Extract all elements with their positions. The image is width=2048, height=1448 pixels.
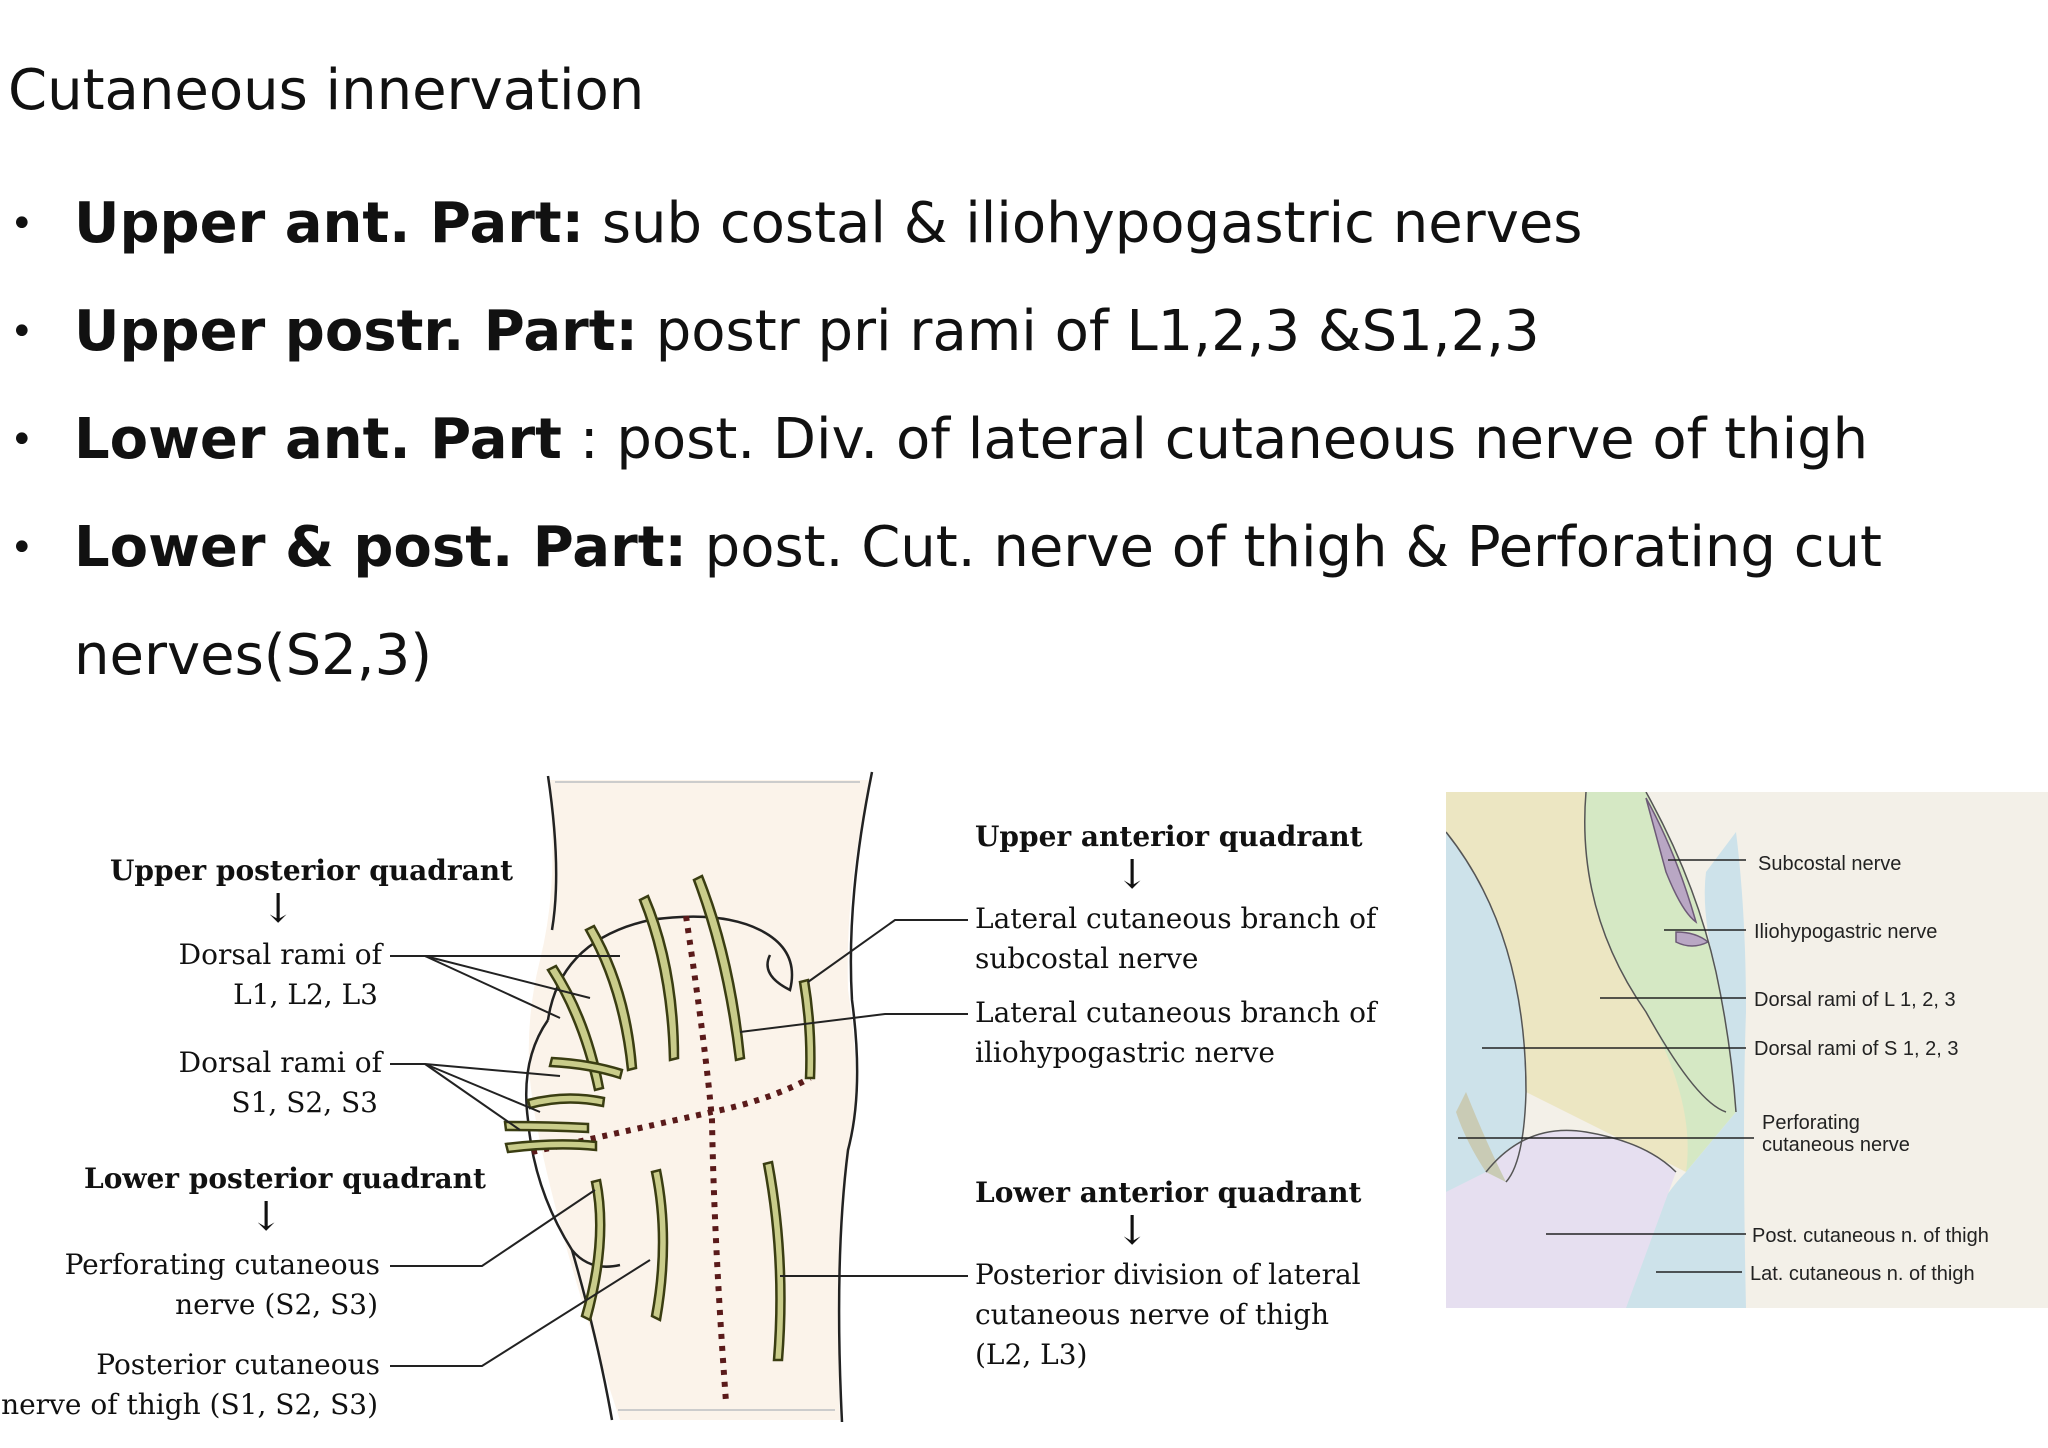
quadrant-divider-vertical bbox=[683, 915, 729, 1403]
down-arrow-icon: ↓ bbox=[1115, 852, 1149, 898]
map-label: Iliohypogastric nerve bbox=[1754, 921, 1937, 943]
nerve-branch bbox=[650, 1168, 669, 1322]
map-label: Dorsal rami of S 1, 2, 3 bbox=[1754, 1038, 1959, 1060]
bullet-item: • Lower ant. Part : post. Div. of lateral… bbox=[0, 386, 1960, 494]
leader-line bbox=[390, 1189, 596, 1267]
bullet-item: • Upper ant. Part: sub costal & iliohypog… bbox=[0, 170, 1960, 278]
bullet-term: Lower & post. Part: bbox=[74, 515, 687, 580]
bullet-text: postr pri rami of L1,2,3 &S1,2,3 bbox=[637, 299, 1540, 364]
hip-skin-area bbox=[528, 780, 872, 1420]
posterior-cutaneous-label: Posterior cutaneous bbox=[96, 1348, 380, 1381]
hip-outline-right bbox=[837, 771, 874, 1423]
bullet-list: • Upper ant. Part: sub costal & iliohypog… bbox=[0, 170, 1960, 710]
upper-anterior-quadrant-heading: Upper anterior quadrant bbox=[975, 820, 1363, 853]
lateral-iliohypogastric-label: Lateral cutaneous branch of bbox=[975, 996, 1379, 1029]
down-arrow-icon: ↓ bbox=[249, 1194, 283, 1240]
hip-outline-left bbox=[546, 775, 558, 931]
leader-line bbox=[424, 1063, 561, 1077]
bullet-icon: • bbox=[10, 525, 34, 571]
bullet-text: : post. Div. of lateral cutaneous nerve … bbox=[561, 407, 1869, 472]
bullet-term: Upper ant. Part: bbox=[74, 191, 585, 256]
buttock-outline bbox=[546, 915, 794, 1021]
bullet-text: sub costal & iliohypogastric nerves bbox=[584, 191, 1583, 256]
map-label: Subcostal nerve bbox=[1758, 853, 1901, 875]
nerve-branch bbox=[584, 924, 638, 1072]
posterior-division-label: Posterior division of lateral bbox=[975, 1258, 1361, 1291]
bullet-item: • Upper postr. Part: postr pri rami of L1… bbox=[0, 278, 1960, 386]
quadrant-divider-horizontal bbox=[531, 1075, 812, 1155]
nerve-branch bbox=[548, 1056, 624, 1080]
lower-anterior-quadrant-heading: Lower anterior quadrant bbox=[975, 1176, 1362, 1209]
lavender-region bbox=[1446, 1130, 1676, 1308]
leader-line bbox=[424, 955, 591, 999]
map-label: cutaneous nerve bbox=[1762, 1134, 1910, 1156]
leader-line bbox=[424, 955, 561, 1019]
posterior-division-label: cutaneous nerve of thigh bbox=[975, 1298, 1329, 1331]
leader-line bbox=[424, 1063, 521, 1131]
nerve-branch bbox=[504, 1139, 598, 1154]
down-arrow-icon: ↓ bbox=[1115, 1208, 1149, 1254]
leader-line bbox=[424, 1063, 541, 1113]
grey-region bbox=[1456, 1092, 1506, 1182]
map-label: Perforating bbox=[1762, 1112, 1860, 1134]
bullet-icon: • bbox=[10, 309, 34, 355]
posterior-cutaneous-label: nerve of thigh (S1, S2, S3) bbox=[1, 1388, 378, 1421]
lower-posterior-quadrant-heading: Lower posterior quadrant bbox=[84, 1162, 486, 1195]
leader-lines-left bbox=[390, 955, 651, 1367]
region-border bbox=[1485, 1129, 1677, 1173]
region-border bbox=[1645, 792, 1737, 1113]
lateral-iliohypogastric-label: iliohypogastric nerve bbox=[975, 1036, 1275, 1069]
dorsal-rami-s-label: Dorsal rami of bbox=[179, 1046, 385, 1079]
slide-title: Cutaneous innervation bbox=[8, 58, 645, 123]
leader-line bbox=[390, 1259, 651, 1367]
bullet-term: Upper postr. Part: bbox=[74, 299, 638, 364]
dermatome-map: Subcostal nerve Iliohypogastric nerve Do… bbox=[1446, 792, 2048, 1308]
map-label: Lat. cutaneous n. of thigh bbox=[1750, 1263, 1975, 1285]
nerve-branch bbox=[692, 874, 746, 1062]
bullet-term: Lower ant. Part bbox=[74, 407, 562, 472]
nerve-branch bbox=[762, 1160, 786, 1362]
bullet-text: post. Cut. nerve of thigh & Perforating … bbox=[74, 515, 1882, 688]
map-leader-lines bbox=[1458, 859, 1754, 1273]
bullet-icon: • bbox=[10, 201, 34, 247]
lateral-subcostal-label: Lateral cutaneous branch of bbox=[975, 902, 1379, 935]
nerve-branch bbox=[503, 1120, 590, 1134]
region-border bbox=[1446, 831, 1527, 1183]
gluteal-quadrant-diagram: Upper posterior quadrant ↓ Dorsal rami o… bbox=[1, 771, 1379, 1423]
map-label: Post. cutaneous n. of thigh bbox=[1752, 1225, 1989, 1247]
bullet-icon: • bbox=[10, 417, 34, 463]
region-border bbox=[1584, 792, 1727, 1113]
bullet-item: • Lower & post. Part: post. Cut. nerve of… bbox=[0, 494, 1960, 710]
nerve-branch bbox=[798, 978, 816, 1080]
upper-posterior-quadrant-heading: Upper posterior quadrant bbox=[110, 854, 513, 887]
dorsal-rami-s-label: S1, S2, S3 bbox=[231, 1086, 378, 1119]
leader-line bbox=[807, 919, 968, 983]
buttock-curve bbox=[525, 1019, 621, 1268]
leader-line bbox=[739, 1013, 968, 1033]
perforating-cutaneous-label: nerve (S2, S3) bbox=[175, 1288, 378, 1321]
nerve-branches bbox=[503, 874, 816, 1362]
nerve-branch bbox=[638, 894, 680, 1062]
green-region bbox=[1584, 792, 1736, 1172]
nerve-branch bbox=[526, 1093, 606, 1110]
dorsal-rami-l-label: L1, L2, L3 bbox=[233, 978, 378, 1011]
lateral-subcostal-label: subcostal nerve bbox=[975, 942, 1198, 975]
down-arrow-icon: ↓ bbox=[261, 886, 295, 932]
thigh-outline-left bbox=[570, 1249, 614, 1421]
nerve-branch bbox=[580, 1178, 606, 1322]
yellow-region bbox=[1446, 792, 1726, 1172]
perforating-cutaneous-label: Perforating cutaneous bbox=[65, 1248, 380, 1281]
leader-lines-right bbox=[739, 919, 968, 1277]
dorsal-rami-l-label: Dorsal rami of bbox=[179, 938, 385, 971]
posterior-division-label: (L2, L3) bbox=[975, 1338, 1087, 1371]
blue-lower-region bbox=[1616, 832, 1746, 1308]
map-label: Dorsal rami of L 1, 2, 3 bbox=[1754, 989, 1956, 1011]
